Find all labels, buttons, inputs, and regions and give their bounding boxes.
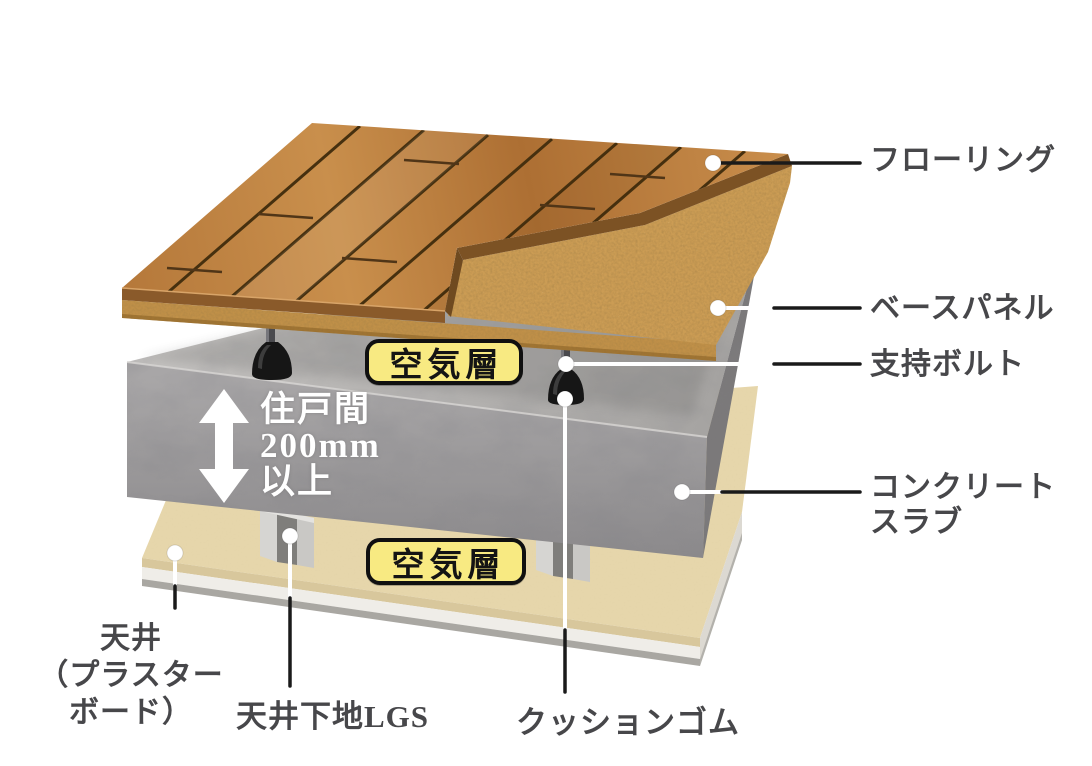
ceiling-front-tan: [142, 558, 700, 647]
label-ceiling-line1: 天井: [100, 622, 162, 655]
air-layer-badge-upper: 空気層: [365, 339, 523, 385]
leader-dots: [166, 154, 727, 562]
label-support-bolt: 支持ボルト: [870, 348, 1025, 381]
gap-note-line3: 以上: [260, 462, 335, 501]
air-layer-badge-lower: 空気層: [366, 538, 526, 585]
label-ceiling-base-lgs: 天井下地LGS: [236, 699, 430, 734]
label-concrete-slab: コンクリート スラブ: [870, 470, 1056, 540]
label-concrete-slab-line1: コンクリート: [870, 471, 1056, 504]
gap-dimension-arrow: [199, 389, 249, 503]
gap-note-line2: 200mm: [260, 426, 381, 465]
gap-dimension-note: 住戸間 200mm 以上: [260, 392, 381, 500]
support-bolt-left: [252, 318, 292, 380]
label-ceiling: 天井 （プラスター ボード）: [26, 620, 236, 731]
label-concrete-slab-line2: スラブ: [870, 506, 963, 539]
gap-note-line1: 住戸間: [260, 390, 372, 429]
label-base-panel: ベースパネル: [870, 292, 1055, 325]
label-ceiling-line3: ボード）: [69, 696, 193, 729]
label-flooring: フローリング: [870, 144, 1056, 177]
support-bolt-right: [548, 336, 584, 405]
leader-lines: [173, 161, 862, 694]
label-cushion-rubber: クッションゴム: [516, 705, 740, 740]
label-ceiling-line2: （プラスター: [38, 659, 224, 692]
base-panel-layer: [122, 166, 792, 361]
ceiling-front-dark: [142, 579, 700, 666]
ceiling-front-board: [142, 567, 700, 659]
